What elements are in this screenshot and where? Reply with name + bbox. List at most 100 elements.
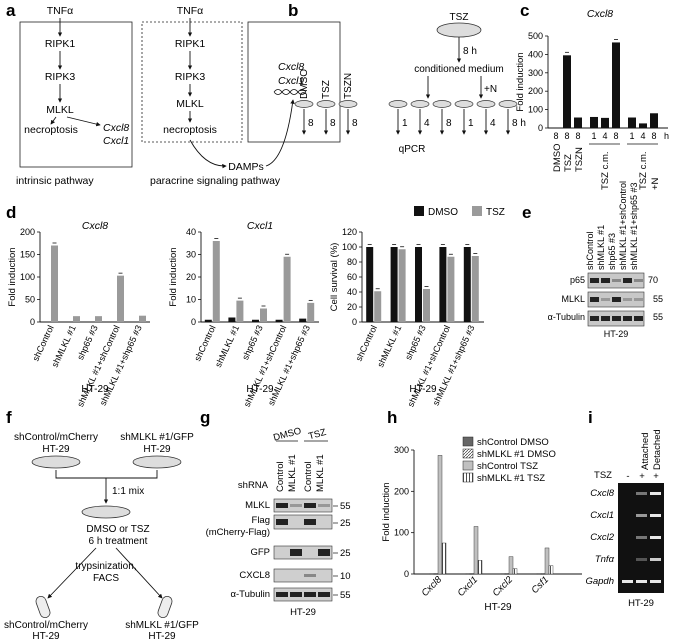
chart-d1-ytick-label: 0	[30, 317, 35, 327]
e-lane-1: shControl	[585, 231, 595, 270]
h-ylabel: Fold induction	[381, 482, 392, 541]
g-blot-cxcl8: CXCL8	[239, 570, 270, 581]
panel-label-f: f	[6, 408, 12, 427]
chart-d2-ytick-label: 0	[191, 317, 196, 327]
h-ytick-label: 200	[394, 486, 409, 496]
c-tick-label: 1	[591, 131, 596, 141]
i-gene-cxcl2: Cxcl2	[590, 532, 614, 543]
chart-d2-category-label: shp65 #3	[240, 324, 265, 362]
c-tick-label: 1	[629, 131, 634, 141]
e-mw-55a: 55	[653, 294, 663, 304]
f-dish2-label: shMLKL #1/GFP	[120, 432, 194, 443]
h-bar	[544, 547, 550, 575]
e-lane-3: shp65 #3	[607, 233, 617, 270]
panel-f-diagram: shControl/mCherry HT-29 shMLKL #1/GFP HT…	[4, 432, 199, 642]
chart-d1-category-label: shp65 #3	[75, 324, 100, 362]
h-legend-label: shControl DMSO	[477, 437, 549, 448]
plus-n-label: +N	[484, 84, 497, 95]
c-tick-label: 8	[564, 131, 569, 141]
f-treat2: 6 h treatment	[89, 536, 148, 547]
f-dish2-cell: HT-29	[143, 444, 171, 455]
tsz-dish-label: TSZ	[450, 12, 469, 23]
chart-d2-bar-dmso	[228, 317, 236, 322]
f-mix: 1:1 mix	[112, 486, 144, 497]
g-mw-25a: 25	[340, 518, 351, 529]
h-bar	[508, 556, 514, 575]
chart-d3-ytick-label: 40	[347, 287, 357, 297]
g-lane-1: Control	[275, 461, 286, 492]
chart-d1-bar-tsz	[95, 316, 102, 322]
f-dish1-label: shControl/mCherry	[14, 432, 98, 443]
g-mw-55b: 55	[340, 590, 351, 601]
f-sort1: trypsinization,	[75, 561, 136, 572]
i-cell-line: HT-29	[628, 598, 654, 609]
chart-d3-ylabel: Cell survival (%)	[329, 243, 340, 312]
chart-d1-ytick-label: 150	[20, 250, 35, 260]
chart-d3-category-label: shp65 #3	[403, 324, 428, 362]
intrinsic-caption: intrinsic pathway	[16, 175, 94, 187]
chart-d3-bar-dmso	[463, 247, 471, 322]
h-bar	[477, 560, 483, 575]
paracrine-gene-cxcl1: Cxcl1	[278, 75, 304, 87]
c-tick-label: 8	[575, 131, 580, 141]
h-legend-label: shMLKL #1 TSZ	[477, 473, 545, 484]
i-sign-1: -	[626, 471, 629, 482]
treatment-dmso: DMSO	[299, 69, 310, 99]
h-bar	[437, 455, 443, 575]
f-sort2: FACS	[93, 573, 119, 584]
chart-d1-bar-dmso	[109, 321, 116, 323]
cm-time-1: 1	[402, 118, 408, 129]
intrinsic-box	[19, 21, 133, 168]
treatment-tsz: TSZ	[321, 80, 332, 99]
e-lane-4: shMLKL #1+shControl	[618, 181, 628, 270]
paracrine-ripk3: RIPK3	[175, 71, 206, 83]
c-ylabel: Fold induction	[515, 52, 526, 111]
chart-d2-bar-tsz	[236, 300, 244, 322]
intrinsic-necroptosis: necroptosis	[24, 124, 78, 136]
chart-d2-bar-dmso	[204, 319, 212, 322]
panel-i-gel: Attached Detached TSZ - + + Cxcl8 Cxcl1 …	[585, 429, 664, 609]
c-ytick-label: 500	[528, 31, 543, 41]
c-group-plusn: +N	[650, 177, 661, 190]
chart-d3-legend-label: TSZ	[486, 207, 505, 218]
treat-time-2: 8	[330, 118, 336, 129]
c-ytick-label: 200	[528, 86, 543, 96]
h-ytick-label: 300	[394, 445, 409, 455]
panel-label-i: i	[588, 408, 593, 427]
panel-label-e: e	[522, 203, 531, 222]
chart-d3-ytick-label: 80	[347, 257, 357, 267]
intrinsic-ripk3: RIPK3	[45, 71, 76, 83]
h-bar	[473, 526, 479, 575]
h-legend-swatch	[462, 448, 474, 459]
intrinsic-tnfa: TNFα	[47, 5, 73, 17]
chart-d2-ytick-label: 40	[186, 227, 196, 237]
h-legend-label: shControl TSZ	[477, 461, 538, 472]
c-ytick-label: 100	[528, 105, 543, 115]
g-blot-flag: Flag	[252, 515, 270, 526]
h-bar	[429, 573, 435, 575]
treat-time-1: 8	[308, 118, 314, 129]
dna-icon	[273, 89, 307, 95]
i-gene-gapdh: Gapdh	[585, 576, 614, 587]
g-blot-gfp: GFP	[250, 547, 270, 558]
g-group-tsz: TSZ	[307, 427, 327, 442]
chart-d3-bar-tsz	[471, 256, 479, 322]
chart-d3-xlabel: HT-29	[409, 384, 437, 395]
panel-g-blot: DMSO TSZ Control MLKL #1 Control MLKL #1…	[206, 426, 351, 618]
g-lane-4: MLKL #1	[315, 454, 326, 492]
chart-d3-category-label: shMLKL #1	[375, 324, 403, 369]
conditioned-medium-label: conditioned medium	[414, 64, 504, 75]
intrinsic-gene-cxcl1: Cxcl1	[103, 135, 129, 147]
chart-d3-legend-label: DMSO	[428, 207, 458, 218]
chart-d1-category-label: shControl	[30, 324, 55, 363]
c-bar	[590, 116, 598, 128]
cmn-time-1: 1	[468, 118, 474, 129]
paracrine-box-right	[247, 21, 341, 143]
chart-d3-ytick-label: 120	[342, 227, 357, 237]
h-category-label: Cxcl2	[491, 574, 516, 599]
chart-d1-bar-dmso	[65, 321, 72, 323]
chart-d1-bar-tsz	[73, 316, 80, 322]
